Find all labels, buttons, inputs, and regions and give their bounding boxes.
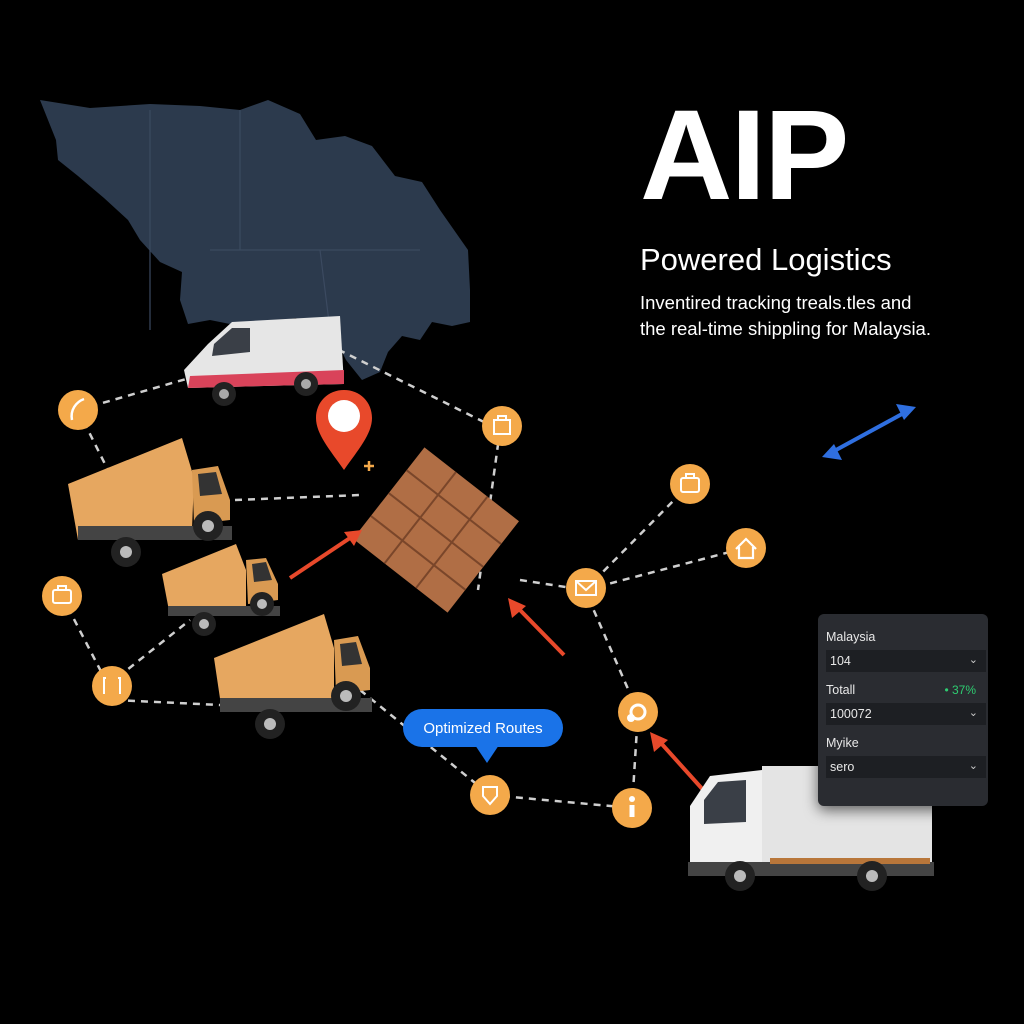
node-settings[interactable] [618, 692, 658, 732]
phone-icon [70, 397, 85, 421]
node-shopping-bag[interactable] [482, 406, 522, 446]
chevron-down-icon: ⌄ [968, 707, 978, 719]
location-pin-icon [316, 390, 374, 471]
shield-icon [482, 786, 498, 806]
node-bracket[interactable] [92, 666, 132, 706]
bag-icon [680, 477, 700, 493]
mail-icon [575, 580, 597, 596]
bracket-icon [103, 677, 121, 694]
panel-dropdown-third[interactable]: sero ⌄ [826, 756, 986, 778]
hero-description-line-1: Inventired tracking treals.tles and [640, 292, 912, 313]
white-van [184, 316, 344, 406]
node-info[interactable] [612, 788, 652, 828]
briefcase-icon [52, 589, 72, 604]
hero-subtitle: Powered Logistics [640, 242, 892, 277]
hero-description: Inventired tracking treals.tles and the … [640, 290, 1000, 342]
hero-title: AIP [640, 84, 849, 227]
orange-truck-2 [162, 544, 280, 636]
panel-value-third: sero [830, 760, 855, 774]
panel-label-third: Myike [826, 736, 859, 750]
node-phone[interactable] [58, 390, 98, 430]
node-shield[interactable] [470, 775, 510, 815]
panel-value-total: 100072 [830, 707, 872, 721]
info-icon [629, 805, 635, 817]
hero: AIP Powered Logistics Inventired trackin… [640, 92, 1000, 342]
panel-total-text: Totall [826, 683, 856, 697]
orange-truck-3 [214, 614, 372, 739]
orange-truck-1 [68, 438, 232, 567]
hero-description-line-2: the real-time shippling for Malaysia. [640, 318, 931, 339]
node-home[interactable] [726, 528, 766, 568]
node-bag[interactable] [670, 464, 710, 504]
panel-total-change: • 37% [944, 683, 976, 697]
malaysia-map [40, 100, 470, 380]
red-arrows [288, 530, 707, 794]
node-mail[interactable] [566, 568, 606, 608]
panel-label-region: Malaysia [826, 630, 876, 644]
stats-panel: Malaysia 104 ⌄ Totall • 37% 100072 ⌄ Myi… [818, 614, 988, 806]
settings-icon [629, 703, 647, 721]
chevron-down-icon: ⌄ [968, 760, 978, 772]
panel-dropdown-region[interactable]: 104 ⌄ [826, 650, 986, 672]
node-briefcase[interactable] [42, 576, 82, 616]
home-icon [735, 537, 757, 560]
pallet-boxes [353, 447, 519, 613]
panel-label-total: Totall • 37% [826, 683, 986, 697]
chevron-down-icon: ⌄ [968, 654, 978, 666]
shopping-bag-icon [493, 419, 511, 435]
optimized-routes-label: Optimized Routes [403, 709, 563, 763]
blue-double-arrow [822, 404, 916, 460]
panel-dropdown-total[interactable]: 100072 ⌄ [826, 703, 986, 725]
panel-value-region: 104 [830, 654, 851, 668]
